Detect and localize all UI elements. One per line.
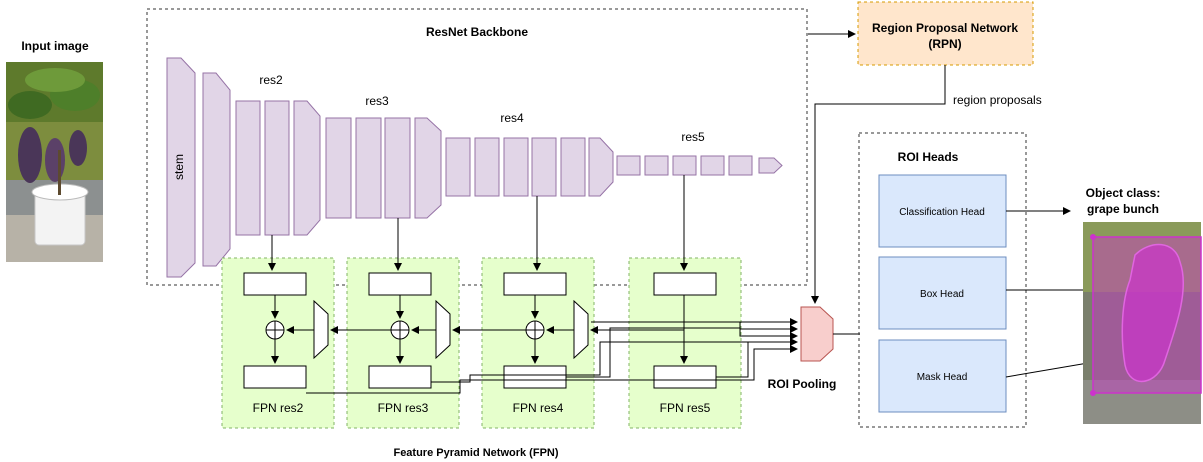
fpn-res4-output-conv [504, 366, 566, 388]
rpn-subtitle: (RPN) [928, 37, 961, 51]
input-image [6, 62, 103, 262]
resnet-backbone-title: ResNet Backbone [426, 25, 528, 39]
res3-block-2 [356, 118, 381, 218]
res2-block-3 [294, 101, 320, 235]
res5-block-3 [673, 156, 696, 175]
rpn-title: Region Proposal Network [872, 21, 1018, 35]
fpn-res5-label: FPN res5 [660, 401, 711, 415]
res4-block-3 [504, 138, 528, 196]
classification-head-label: Classification Head [899, 207, 985, 218]
fpn-title: Feature Pyramid Network (FPN) [393, 447, 558, 459]
res4-block-6 [589, 138, 613, 196]
output-class-line1: Object class: [1086, 186, 1161, 200]
bbox-corner-top [1090, 234, 1096, 240]
fpn-res3-label: FPN res3 [378, 401, 429, 415]
res2-label: res2 [259, 73, 283, 87]
res4-block-1 [446, 138, 470, 196]
res5-block-1 [617, 156, 640, 175]
fpn-res4-lateral-conv [504, 273, 566, 295]
res4-label: res4 [500, 111, 524, 125]
fpn-res5-output-conv [654, 366, 716, 388]
fpn-res4-label: FPN res4 [513, 401, 564, 415]
region-proposals-label: region proposals [953, 93, 1042, 107]
output-class-line2: grape bunch [1087, 202, 1159, 216]
roi-pooling-block [801, 307, 833, 361]
fpn-res3-output-conv [369, 366, 431, 388]
res2-block-1 [236, 101, 260, 235]
res5-label: res5 [681, 130, 705, 144]
res4-block-5 [561, 138, 585, 196]
backbone-blocks [167, 58, 782, 277]
input-image-title: Input image [21, 39, 89, 53]
res5-block-2 [645, 156, 668, 175]
res3-block-4 [415, 118, 441, 218]
roi-heads-title: ROI Heads [898, 150, 959, 164]
fpn-res2-lateral-conv [244, 273, 306, 295]
res4-block-4 [532, 138, 556, 196]
bbox-corner-bottom [1090, 390, 1096, 396]
mask-head-label: Mask Head [917, 372, 968, 383]
fpn-res3-lateral-conv [369, 273, 431, 295]
res3-block-3 [385, 118, 410, 218]
res5-block-5 [729, 156, 752, 175]
res2-block-2 [265, 101, 289, 235]
stem-label: stem [172, 154, 186, 180]
res5-block-6 [759, 158, 782, 173]
roi-pooling-label: ROI Pooling [768, 377, 837, 391]
fpn-res2-label: FPN res2 [253, 401, 304, 415]
fpn-res5-lateral-conv [654, 273, 716, 295]
res3-block-1 [326, 118, 351, 218]
res5-block-4 [701, 156, 724, 175]
pool-block [203, 73, 230, 266]
res3-label: res3 [365, 94, 389, 108]
box-head-label: Box Head [920, 289, 964, 300]
output-image [1083, 222, 1201, 424]
res4-block-2 [475, 138, 499, 196]
fpn-res2-output-conv [244, 366, 306, 388]
